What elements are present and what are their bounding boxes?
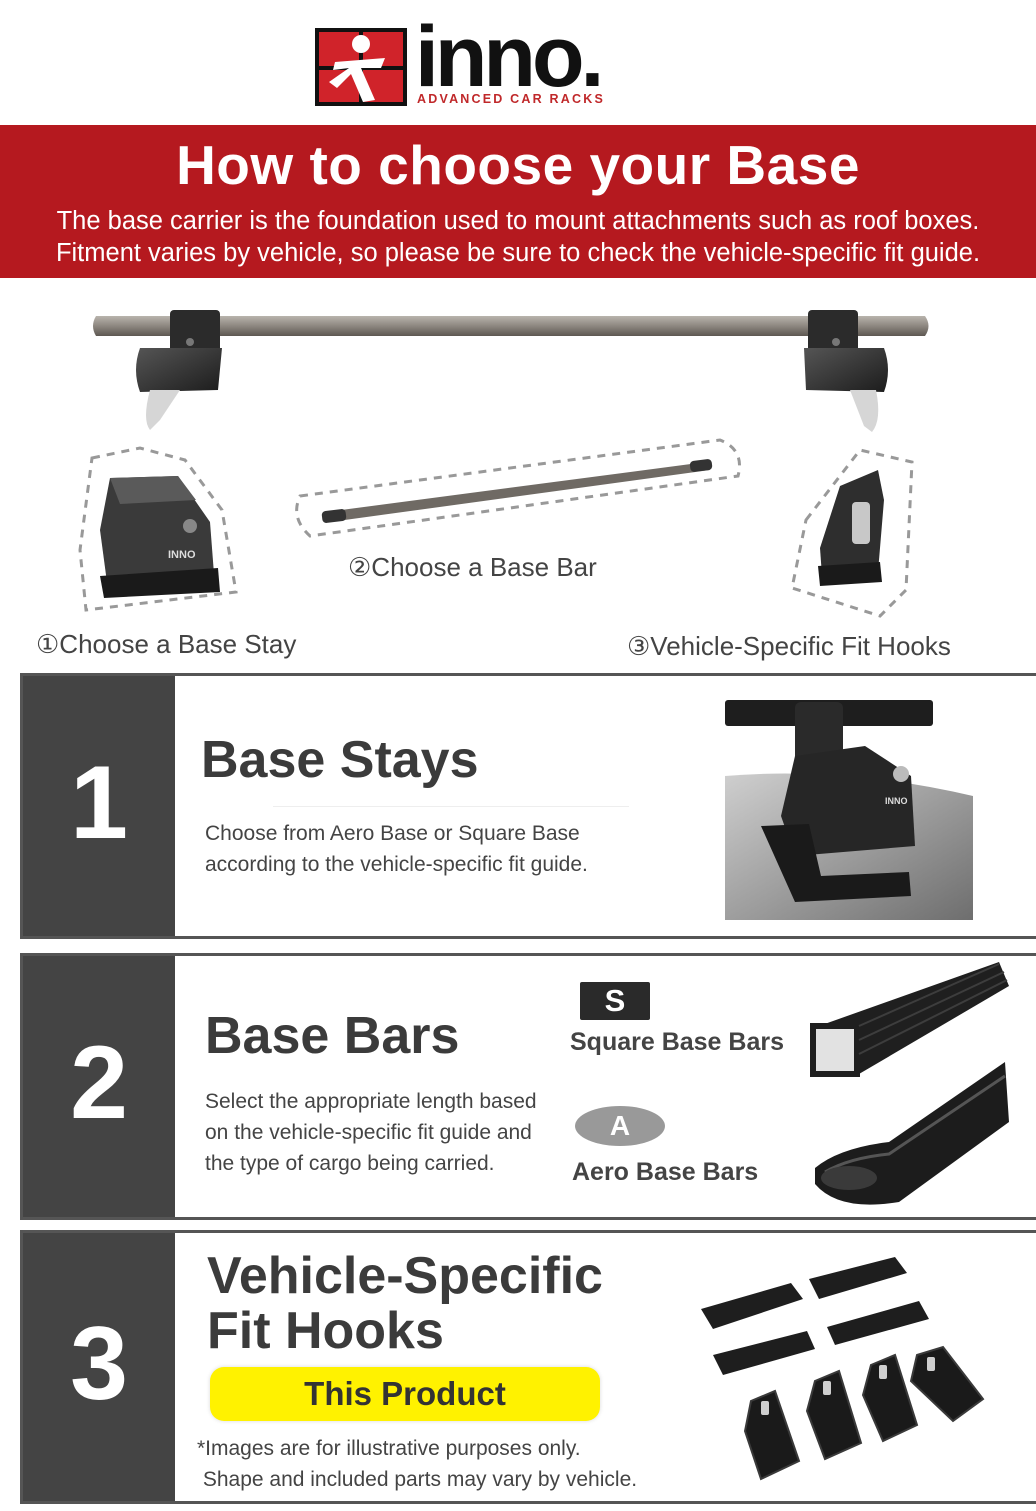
banner-description: The base carrier is the foundation used … — [0, 205, 1036, 269]
base-bar-shape — [321, 459, 713, 523]
base-stay-photo: INNO — [725, 696, 973, 920]
page-title: How to choose your Base — [176, 134, 860, 196]
crossbar-shape — [93, 316, 929, 336]
aero-base-bars-label: Aero Base Bars — [572, 1158, 759, 1186]
section-description: Choose from Aero Base or Square Base acc… — [205, 818, 588, 880]
banner-line-2: Fitment varies by vehicle, so please be … — [55, 239, 981, 267]
section-base-bars: 2 Base Bars Select the appropriate lengt… — [20, 953, 1036, 1220]
description-line-2: according to the vehicle-specific fit gu… — [205, 853, 588, 876]
section-title: Base Stays — [201, 731, 479, 789]
brand-tagline: ADVANCED CAR RACKS — [417, 92, 605, 106]
square-base-bars-label: Square Base Bars — [570, 1028, 785, 1056]
fit-hooks-label: ③Vehicle-Specific Fit Hooks — [627, 631, 951, 661]
square-badge: S — [580, 982, 650, 1020]
inno-mark-icon — [315, 28, 407, 106]
section-description: Select the appropriate length based on t… — [205, 1086, 537, 1179]
fit-hooks-photo — [701, 1257, 985, 1481]
section-fit-hooks: 3 Vehicle-Specific Fit Hooks This Produc… — [20, 1230, 1036, 1504]
brand-wordmark: inno. — [415, 9, 604, 105]
banner-line-1: The base carrier is the foundation used … — [56, 207, 980, 235]
base-bars-photo — [810, 962, 1009, 1205]
section-base-stays: 1 Base Stays Choose from Aero Base or Sq… — [20, 673, 1036, 939]
photo-brand-text: INNO — [885, 796, 908, 806]
roof-rack-overview-illustration: INNO — [78, 310, 929, 618]
description-line-1: Choose from Aero Base or Square Base — [205, 822, 580, 845]
description-line-1: Select the appropriate length based — [205, 1090, 537, 1113]
base-stay-shape — [100, 476, 220, 598]
section-title: Vehicle-Specific Fit Hooks — [207, 1249, 603, 1359]
brand-logo: inno. ADVANCED CAR RACKS — [315, 14, 695, 114]
description-line-3: the type of cargo being carried. — [205, 1152, 495, 1175]
aero-badge: A — [575, 1106, 665, 1146]
choose-base-stay-label: ①Choose a Base Stay — [36, 629, 297, 659]
this-product-badge: This Product — [210, 1367, 600, 1421]
section-number-column: 2 — [23, 956, 175, 1217]
fit-hook-shape — [818, 470, 884, 586]
title-line-2: Fit Hooks — [207, 1302, 444, 1360]
note-line-2: Shape and included parts may vary by veh… — [197, 1468, 638, 1491]
header-banner: How to choose your Base The base carrier… — [0, 125, 1036, 278]
description-line-2: on the vehicle-specific fit guide and — [205, 1121, 532, 1144]
section-note: *Images are for illustrative purposes on… — [197, 1433, 637, 1495]
section-number: 2 — [70, 1025, 128, 1141]
section-number-column: 1 — [23, 676, 175, 936]
right-foot-shape — [804, 310, 888, 432]
section-number: 3 — [70, 1306, 128, 1422]
choose-base-bar-label: ②Choose a Base Bar — [348, 552, 597, 582]
title-divider — [273, 806, 629, 807]
section-number: 1 — [70, 745, 128, 861]
section-title: Base Bars — [205, 1007, 460, 1065]
left-foot-shape — [136, 310, 222, 430]
title-line-1: Vehicle-Specific — [207, 1247, 603, 1305]
stay-brand-text: INNO — [168, 549, 196, 561]
note-line-1: *Images are for illustrative purposes on… — [197, 1437, 581, 1460]
section-number-column: 3 — [23, 1233, 175, 1501]
